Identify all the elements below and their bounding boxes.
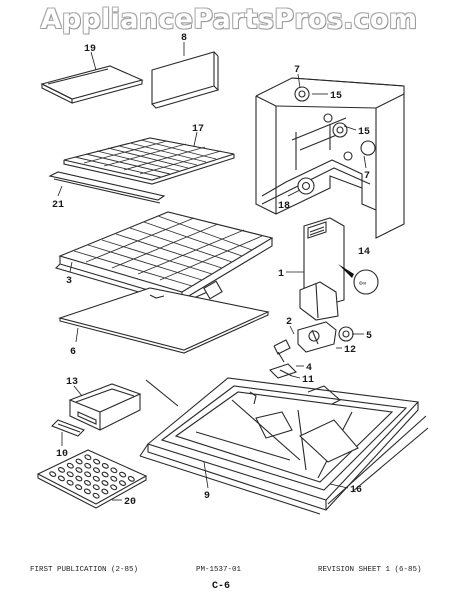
callout-2: 2 (286, 317, 292, 328)
callout-7: 7 (294, 65, 300, 76)
ice-cube-cell (84, 454, 92, 461)
callout-12: 12 (344, 345, 356, 356)
callout-7-second: 7 (364, 171, 370, 182)
part-14-label: ⊙∞ (338, 264, 379, 295)
part-13-drawer (68, 383, 142, 431)
ice-cube-cell (101, 488, 109, 495)
callout-3: 3 (66, 276, 72, 287)
callout-10: 10 (56, 449, 68, 460)
ice-cube-cell (110, 484, 118, 491)
ice-cube-cell (83, 480, 92, 486)
ice-cube-cell (83, 488, 91, 495)
ice-cube-cell (75, 484, 83, 490)
ice-cube-cell (118, 480, 127, 486)
callout-16: 16 (350, 485, 362, 496)
callout-17: 17 (192, 124, 204, 135)
ice-cube-cell (66, 462, 74, 469)
ice-cube-cell (66, 479, 74, 486)
ice-cube-cell (57, 475, 65, 482)
footer-revision: REVISION SHEET 1 (6-85) (318, 566, 422, 574)
ice-cube-cell (84, 462, 92, 469)
part-20-ice-tray (36, 449, 148, 509)
callout-labels: 19 8 7 15 15 17 7 18 21 14 1 3 2 5 6 4 1… (52, 33, 372, 508)
ice-cube-cell (57, 467, 66, 473)
ice-cube-cell (92, 492, 100, 499)
callout-4: 4 (306, 363, 312, 374)
ice-cube-cell (110, 475, 118, 482)
callout-1: 1 (278, 269, 284, 280)
ice-cube-cell (101, 480, 109, 486)
part-16-trim-strip (145, 379, 429, 493)
callout-20: 20 (124, 497, 136, 508)
ice-cube-cell (101, 463, 109, 469)
callout-11: 11 (302, 375, 314, 386)
ice-cube-cell (119, 471, 127, 478)
part-1-air-duct (299, 217, 345, 321)
callout-21: 21 (52, 200, 64, 211)
page-code: C-6 (212, 581, 230, 592)
ice-cube-cell (75, 475, 83, 482)
ice-cube-cell (49, 471, 57, 477)
part-21-shelf-trim (48, 171, 166, 204)
footer: FIRST PUBLICATION (2-85) PM-1537-01 REVI… (30, 566, 422, 592)
svg-text:⊙∞: ⊙∞ (359, 280, 367, 287)
callout-15: 15 (330, 91, 342, 102)
callout-19: 19 (84, 44, 96, 55)
callout-13: 13 (66, 377, 78, 388)
ice-cube-cell (75, 458, 83, 465)
part-6-cover-plate (58, 287, 270, 354)
ice-cube-cell (127, 476, 135, 482)
callout-8: 8 (181, 33, 187, 44)
footer-part-number: PM-1537-01 (196, 566, 242, 574)
callout-6: 6 (70, 347, 76, 358)
callout-14: 14 (358, 247, 370, 258)
callout-15-second: 15 (358, 127, 370, 138)
leader-lines (57, 42, 367, 501)
part-3-large-shelf (54, 211, 274, 305)
cabinet-liner (255, 77, 405, 239)
watermark: AppliancePartsPros.com (40, 4, 418, 35)
ice-cube-cell (75, 467, 83, 473)
ice-cube-cell (92, 475, 100, 482)
part-19-shelf (40, 65, 144, 104)
callout-5: 5 (366, 331, 372, 342)
footer-publication: FIRST PUBLICATION (2-85) (30, 566, 138, 574)
ice-cube-cell (101, 471, 109, 478)
part-17-wire-shelf (63, 137, 235, 185)
ice-cube-cell (92, 484, 100, 491)
part-8-panel (151, 51, 220, 109)
part-10-trim (51, 419, 85, 437)
callout-9: 9 (204, 491, 210, 502)
ice-cube-cell (66, 471, 74, 478)
damper-control-assembly (268, 321, 354, 379)
ice-cube-cell (110, 467, 118, 474)
ice-cube-cell (93, 458, 101, 465)
callout-18: 18 (278, 201, 290, 212)
ice-cube-cell (92, 467, 101, 473)
part-9-freezer-liner (139, 377, 427, 515)
ice-cube-cell (84, 471, 92, 478)
